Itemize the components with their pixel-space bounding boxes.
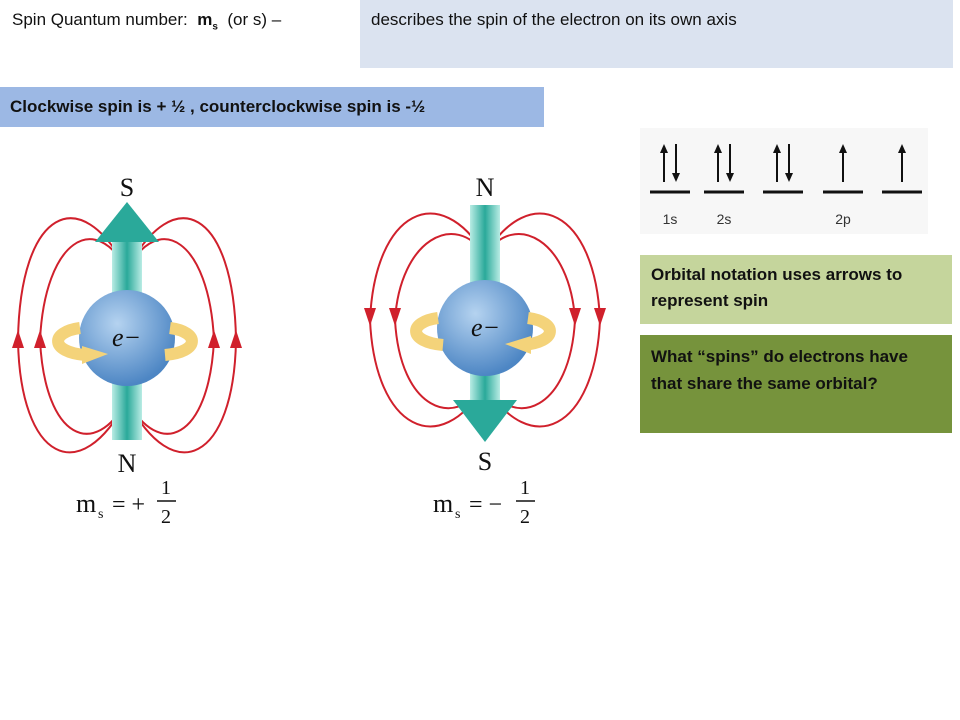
title-prefix: Spin Quantum number:: [12, 10, 188, 29]
orbital-label-1s: 1s: [663, 211, 678, 227]
spin-down-arrow-icon: [672, 144, 680, 182]
top-pole-label: S: [120, 173, 134, 202]
electron-symbol: e−: [112, 323, 141, 352]
svg-text:m: m: [76, 489, 96, 518]
slide-title: Spin Quantum number: ms (or s) –: [12, 10, 281, 32]
svg-text:2: 2: [520, 506, 530, 528]
spin-rule-box: [0, 87, 544, 127]
spin-down-arrow-icon: [726, 144, 734, 182]
svg-text:s: s: [455, 507, 460, 522]
top-pole-label: N: [476, 173, 495, 202]
spin-up-arrow-icon: [773, 144, 781, 182]
definition-text: describes the spin of the electron on it…: [371, 10, 737, 29]
spin-up-arrow-icon: [898, 144, 906, 182]
electron-symbol: e−: [471, 313, 500, 342]
arrowhead-up-icon: [95, 202, 159, 242]
electron-sphere: [79, 290, 175, 386]
title-symbol: ms: [197, 10, 218, 33]
question-text: What “spins” do electrons have that shar…: [651, 347, 908, 393]
rotation-arrow-icon: [505, 336, 531, 354]
svg-text:m: m: [433, 489, 453, 518]
spin-down-electron-figure: e− N S m s = − 1 2: [364, 173, 606, 528]
svg-text:s: s: [98, 507, 103, 522]
svg-text:1: 1: [161, 477, 171, 499]
spin-up-electron-figure: e− S N m s = + 1 2: [12, 173, 242, 528]
svg-text:= +: = +: [112, 492, 145, 518]
svg-text:2: 2: [161, 506, 171, 528]
bottom-pole-label: S: [478, 447, 492, 476]
question-box: [640, 335, 952, 433]
title-suffix: (or s) –: [227, 10, 282, 29]
spin-rule-text: Clockwise spin is + ½ , counterclockwise…: [10, 97, 426, 116]
orbital-label-2p: 2p: [835, 211, 851, 227]
orbital-note-box: [640, 255, 952, 324]
orbital-boxes: [650, 144, 922, 194]
rotation-arrow-icon: [82, 346, 108, 364]
bottom-pole-label: N: [118, 449, 137, 478]
spin-down-arrow-icon: [785, 144, 793, 182]
spin-formula-positive: m s = + 1 2: [76, 477, 176, 528]
spin-up-arrow-icon: [660, 144, 668, 182]
orbital-diagram: 1s 2s 2p: [640, 128, 928, 234]
orbital-note-text: Orbital notation uses arrows to represen…: [651, 265, 903, 310]
spin-formula-negative: m s = − 1 2: [433, 477, 535, 528]
definition-box: [360, 0, 953, 68]
spin-up-arrow-icon: [714, 144, 722, 182]
electron-sphere: [437, 280, 533, 376]
svg-text:= −: = −: [469, 492, 502, 518]
arrowhead-down-icon: [453, 400, 517, 442]
orbital-label-2s: 2s: [717, 211, 732, 227]
svg-text:1: 1: [520, 477, 530, 499]
spin-up-arrow-icon: [839, 144, 847, 182]
